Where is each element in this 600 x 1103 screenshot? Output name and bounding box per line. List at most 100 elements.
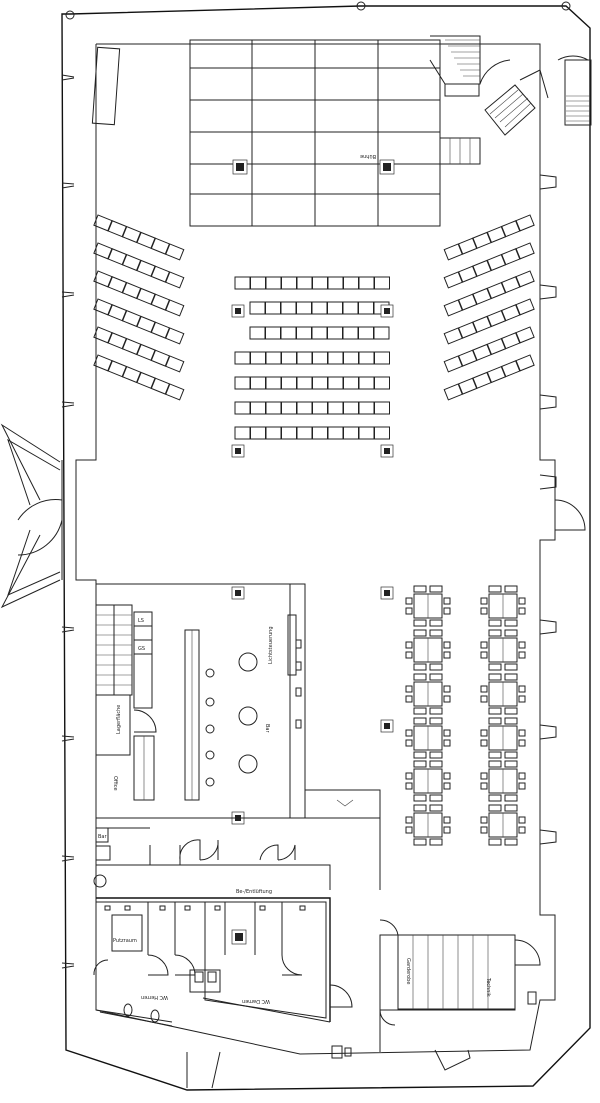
seat (358, 326, 374, 340)
seat (472, 371, 492, 389)
chair (480, 695, 488, 703)
chair (480, 729, 488, 737)
chair (443, 782, 451, 790)
chair (504, 751, 518, 759)
chair (480, 739, 488, 747)
seat-row (93, 354, 185, 401)
seat (443, 243, 463, 261)
chair (504, 794, 518, 802)
window-niches-left (61, 74, 75, 969)
seat (327, 301, 343, 315)
chair (518, 607, 526, 615)
seat (343, 351, 359, 365)
chair (443, 695, 451, 703)
seat (343, 401, 359, 415)
seat (234, 376, 251, 390)
seat (234, 426, 251, 440)
chair (480, 607, 488, 615)
seat (280, 301, 297, 315)
left-seating (93, 214, 185, 401)
seat (296, 376, 313, 390)
seat (358, 376, 375, 390)
seat (249, 326, 266, 340)
chair (443, 729, 451, 737)
chair (413, 760, 427, 768)
chair (480, 685, 488, 693)
seat (265, 326, 281, 340)
seat (327, 426, 344, 440)
seat (93, 242, 113, 260)
seat (515, 326, 535, 344)
chair (518, 739, 526, 747)
seat (265, 276, 282, 290)
seat-row (93, 326, 185, 373)
seat (358, 426, 375, 440)
chair (405, 826, 413, 834)
seat (312, 351, 328, 365)
outer-walls (61, 1, 591, 1091)
chair (413, 707, 427, 715)
garderobe-label: Garderobe (405, 958, 411, 984)
chair (488, 629, 502, 637)
seat (265, 301, 281, 315)
seat (250, 426, 266, 440)
chair (429, 673, 443, 681)
seat (311, 301, 328, 315)
chair (504, 707, 518, 715)
chair (518, 695, 526, 703)
cafe-table (480, 717, 526, 759)
chair (405, 739, 413, 747)
seat (234, 351, 251, 365)
seat-row (443, 214, 535, 261)
bar-label: Bar (264, 724, 270, 733)
chair (443, 597, 451, 605)
stage-label: Bühne (360, 153, 376, 159)
chair (405, 772, 413, 780)
chair (405, 597, 413, 605)
chair (413, 794, 427, 802)
right-side-door (554, 499, 586, 531)
seat (373, 326, 390, 340)
seat (374, 426, 390, 440)
seat (374, 351, 390, 365)
seat (165, 271, 185, 289)
chair (518, 826, 526, 834)
seat (472, 259, 492, 277)
chair (413, 585, 427, 593)
chair (488, 717, 502, 725)
chair (413, 838, 427, 846)
chair (488, 673, 502, 681)
chair (480, 597, 488, 605)
restroom-block: Bar Be-/Entlüftung Putzraum (93, 827, 353, 1059)
seat (515, 242, 535, 260)
right-seating (443, 214, 535, 401)
chair (518, 685, 526, 693)
chair (443, 685, 451, 693)
seat (234, 401, 251, 415)
seat (443, 299, 463, 317)
chair (504, 838, 518, 846)
seat (250, 401, 266, 415)
cafe-tables (405, 585, 526, 846)
chair (488, 585, 502, 593)
chair (480, 651, 488, 659)
seat (281, 276, 297, 290)
seat (327, 276, 344, 290)
chair (429, 629, 443, 637)
seat (250, 276, 266, 290)
cafe-table (480, 585, 526, 627)
chair (429, 794, 443, 802)
chair (480, 782, 488, 790)
cafe-table (480, 629, 526, 671)
seat (165, 383, 185, 401)
wc-women-label: WC Damen (242, 998, 270, 1004)
seat (265, 426, 282, 440)
seat (443, 271, 463, 289)
seat (281, 351, 297, 365)
seat (312, 276, 328, 290)
seat (342, 301, 359, 315)
chair (504, 804, 518, 812)
seat-row (443, 242, 535, 289)
cafe-table (405, 760, 451, 802)
chair (480, 826, 488, 834)
